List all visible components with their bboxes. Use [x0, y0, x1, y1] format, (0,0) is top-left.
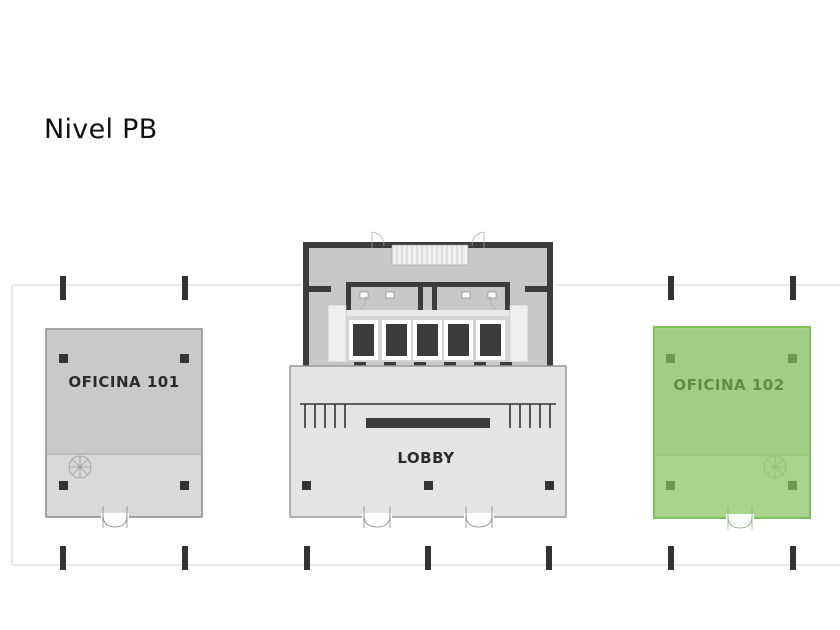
room-label-oficina-102: OFICINA 102 — [673, 376, 784, 394]
reception-desk — [366, 418, 490, 428]
room-label-oficina-101: OFICINA 101 — [68, 373, 179, 391]
floor-title: Nivel PB — [44, 114, 158, 145]
room-oficina-102[interactable]: OFICINA 102 — [653, 326, 811, 529]
access-barriers — [300, 403, 556, 428]
elevators — [349, 320, 505, 360]
building-core — [303, 231, 553, 367]
columns-top — [60, 276, 796, 300]
room-oficina-101[interactable]: OFICINA 101 — [45, 328, 203, 528]
door-icon — [726, 507, 754, 529]
spiral-stair-icon — [68, 455, 92, 479]
entrance-doors — [362, 506, 494, 528]
spiral-stair-icon — [763, 455, 787, 479]
room-lobby[interactable]: LOBBY — [289, 365, 567, 528]
door-icon — [101, 506, 129, 528]
room-label-lobby: LOBBY — [397, 449, 455, 467]
stairs-icon — [391, 244, 469, 266]
columns-bottom — [60, 546, 796, 570]
